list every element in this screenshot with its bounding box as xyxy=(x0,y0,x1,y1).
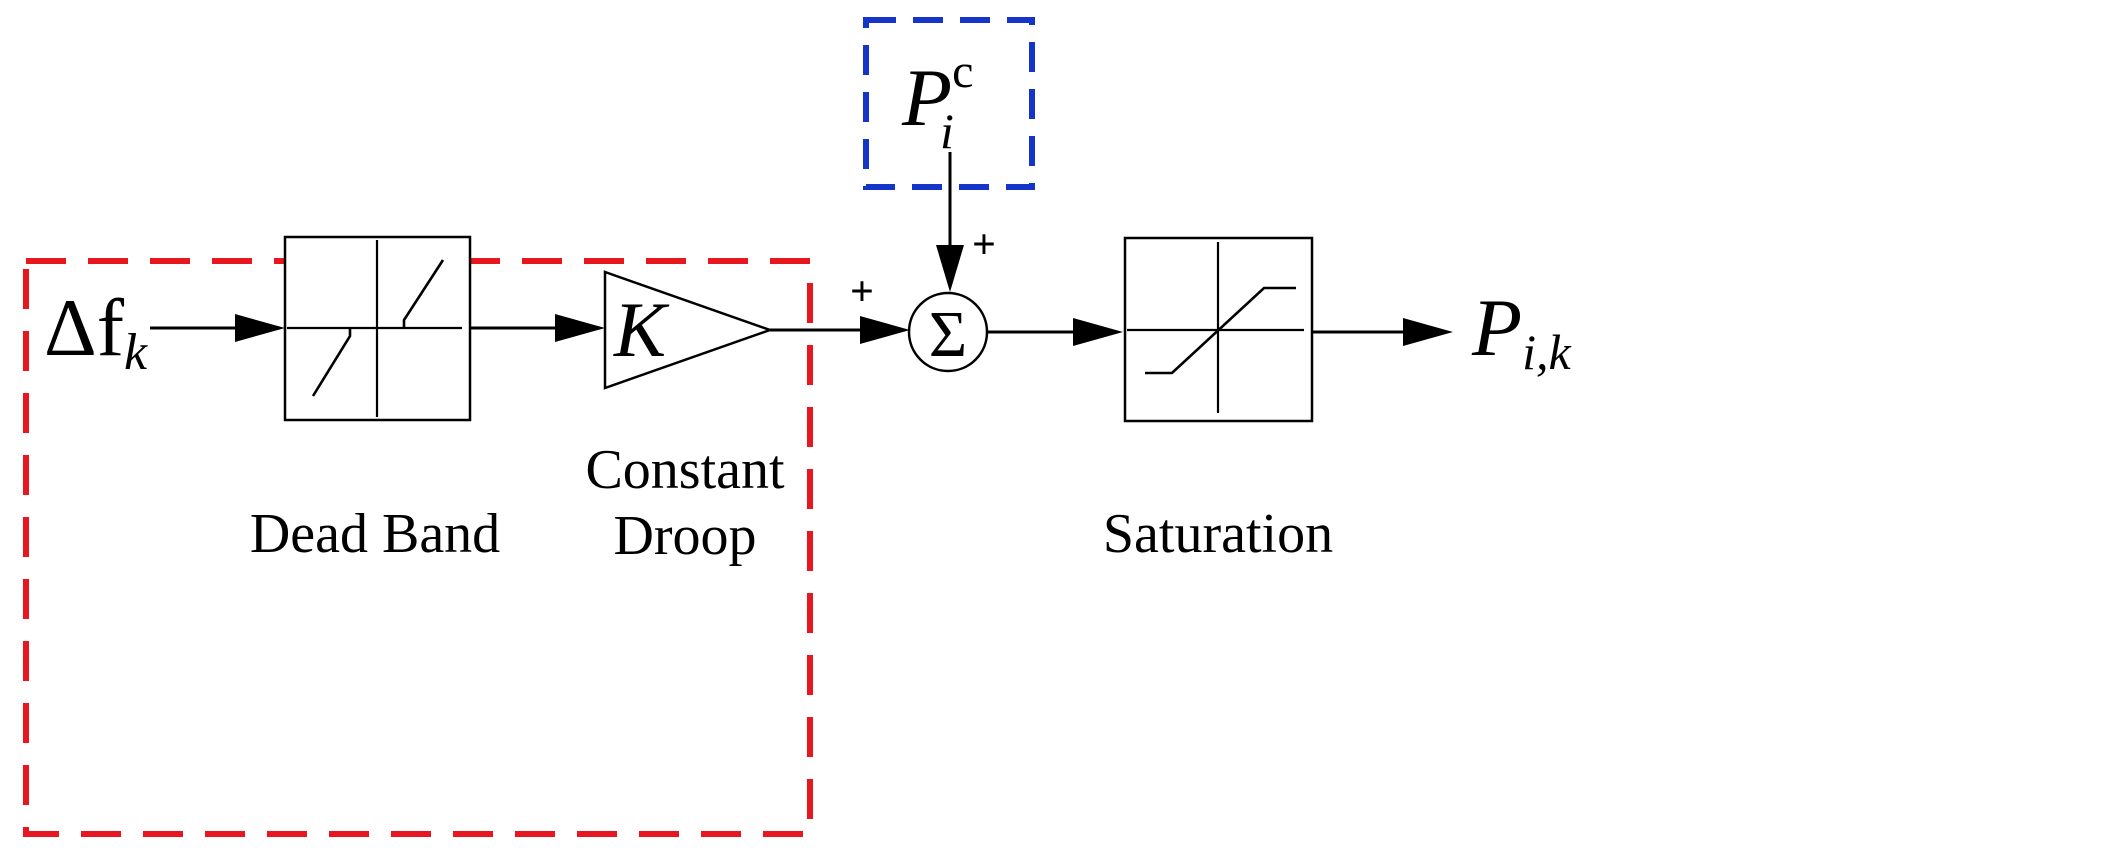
input-symbol: Δf xyxy=(44,282,125,373)
output-arrow xyxy=(1403,318,1453,346)
saturation-caption: Saturation xyxy=(1103,503,1333,565)
output-signal-label: Pi,k xyxy=(1471,282,1571,380)
dead-band-caption: Dead Band xyxy=(250,503,500,565)
output-subscript: i,k xyxy=(1522,324,1571,380)
summing-junction: Σ xyxy=(907,291,989,373)
dead-band-lower-curve xyxy=(311,328,352,397)
setpoint-symbol: P xyxy=(901,52,952,143)
gain-symbol: K xyxy=(613,286,670,373)
saturation-curve xyxy=(1145,286,1296,375)
constant-droop-gain-block: K xyxy=(603,270,774,390)
input-signal-label: Δfk xyxy=(44,282,148,381)
dead-band-block xyxy=(283,235,472,422)
summer-left-input-arrow xyxy=(860,316,910,344)
constant-droop-caption-line1: Constant xyxy=(585,439,785,501)
summer-left-sign: + xyxy=(850,269,874,315)
summer-top-input-arrow xyxy=(936,245,964,292)
gain-triangle xyxy=(603,270,774,390)
summer-top-sign: + xyxy=(972,222,996,268)
dead-band-input-arrow xyxy=(235,314,285,342)
input-subscript: k xyxy=(124,324,148,381)
setpoint-superscript: c xyxy=(952,45,973,98)
dead-band-upper-curve xyxy=(402,259,445,328)
output-symbol: P xyxy=(1471,282,1522,373)
summer-symbol: Σ xyxy=(929,298,967,371)
saturation-block xyxy=(1123,236,1314,423)
constant-droop-caption-line2: Droop xyxy=(613,505,756,567)
setpoint-label: Pc xyxy=(901,45,973,143)
setpoint-group-boundary xyxy=(863,17,1035,190)
saturation-input-arrow xyxy=(1073,318,1123,346)
gain-input-arrow xyxy=(555,314,605,342)
setpoint-subscript: i xyxy=(940,103,954,159)
